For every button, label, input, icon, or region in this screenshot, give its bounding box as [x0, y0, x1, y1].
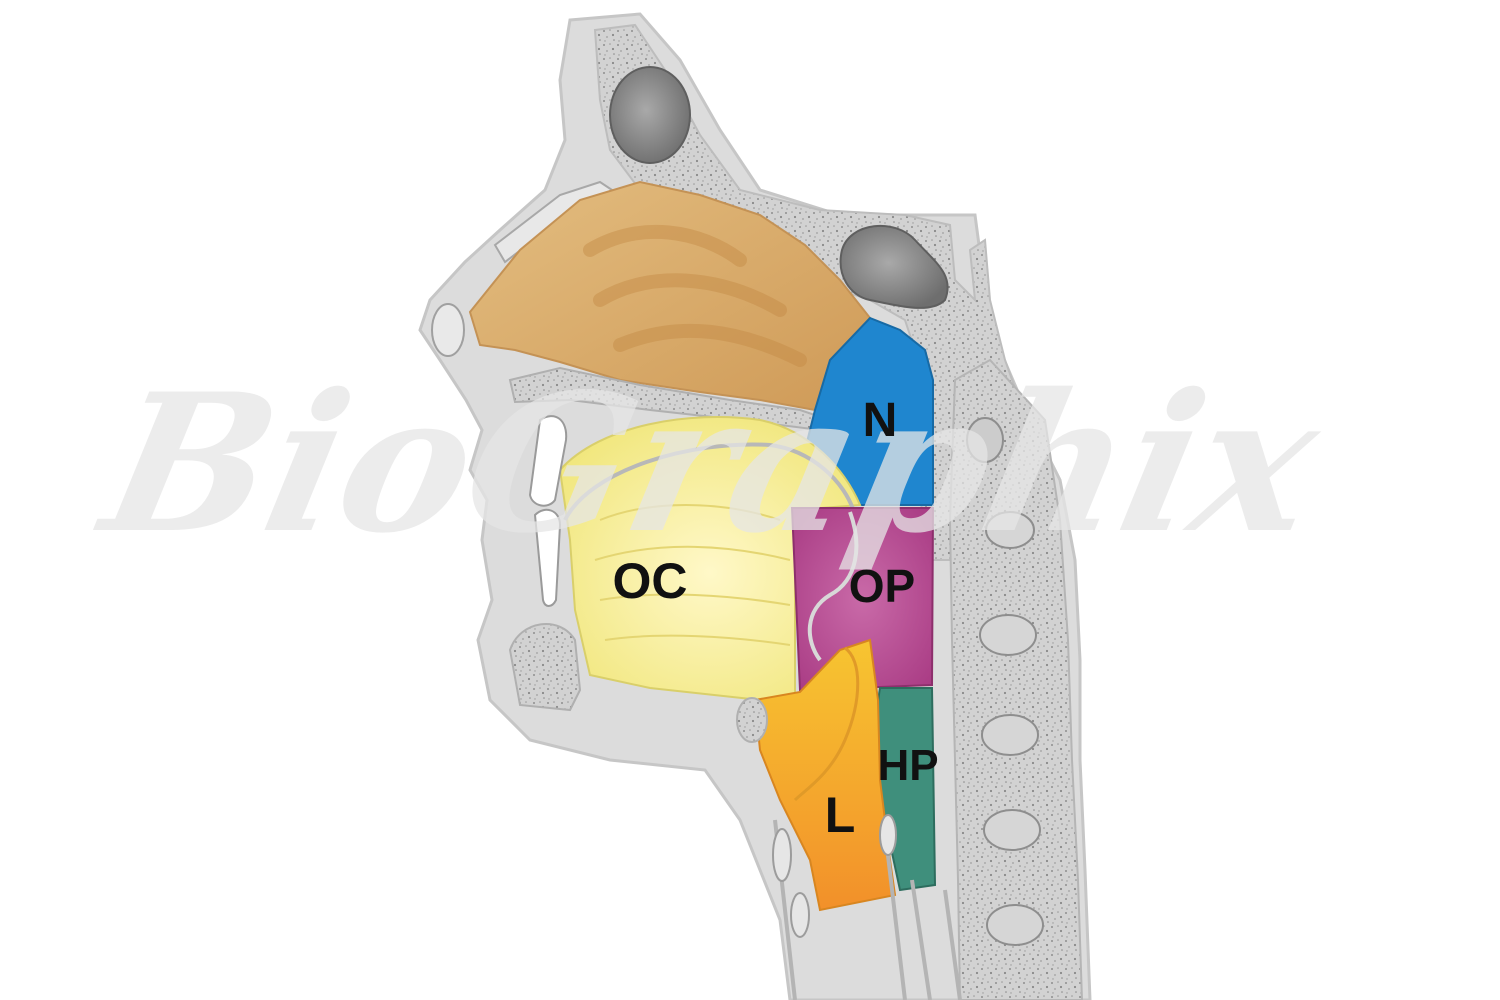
nasal-turbinates	[583, 224, 807, 367]
label-hypopharynx: HP	[877, 741, 938, 790]
esophagus	[910, 879, 962, 1000]
upper-incisor	[528, 415, 568, 507]
mandible	[508, 623, 582, 712]
label-nasopharynx: N	[863, 394, 898, 447]
oral-cavity-region	[558, 416, 862, 702]
label-oral-cavity: OC	[613, 553, 688, 609]
epiglottis	[793, 646, 860, 802]
hyoid-bone	[736, 697, 768, 743]
label-oropharynx: OP	[849, 560, 915, 612]
lower-incisor	[533, 508, 562, 607]
cervical-vertebrae	[948, 358, 1084, 1000]
tracheal-rings	[772, 814, 897, 938]
oropharynx-region	[790, 507, 935, 692]
sphenoid-sinus	[839, 224, 949, 309]
frontal-sinus	[609, 66, 691, 164]
tongue-fibers	[594, 504, 791, 646]
watermark: BioGraphix	[83, 353, 1339, 576]
uvula-epiglottis-curve	[807, 511, 859, 662]
label-larynx: L	[825, 787, 856, 843]
soft-palate	[563, 442, 857, 521]
nasal-ala	[431, 303, 465, 357]
